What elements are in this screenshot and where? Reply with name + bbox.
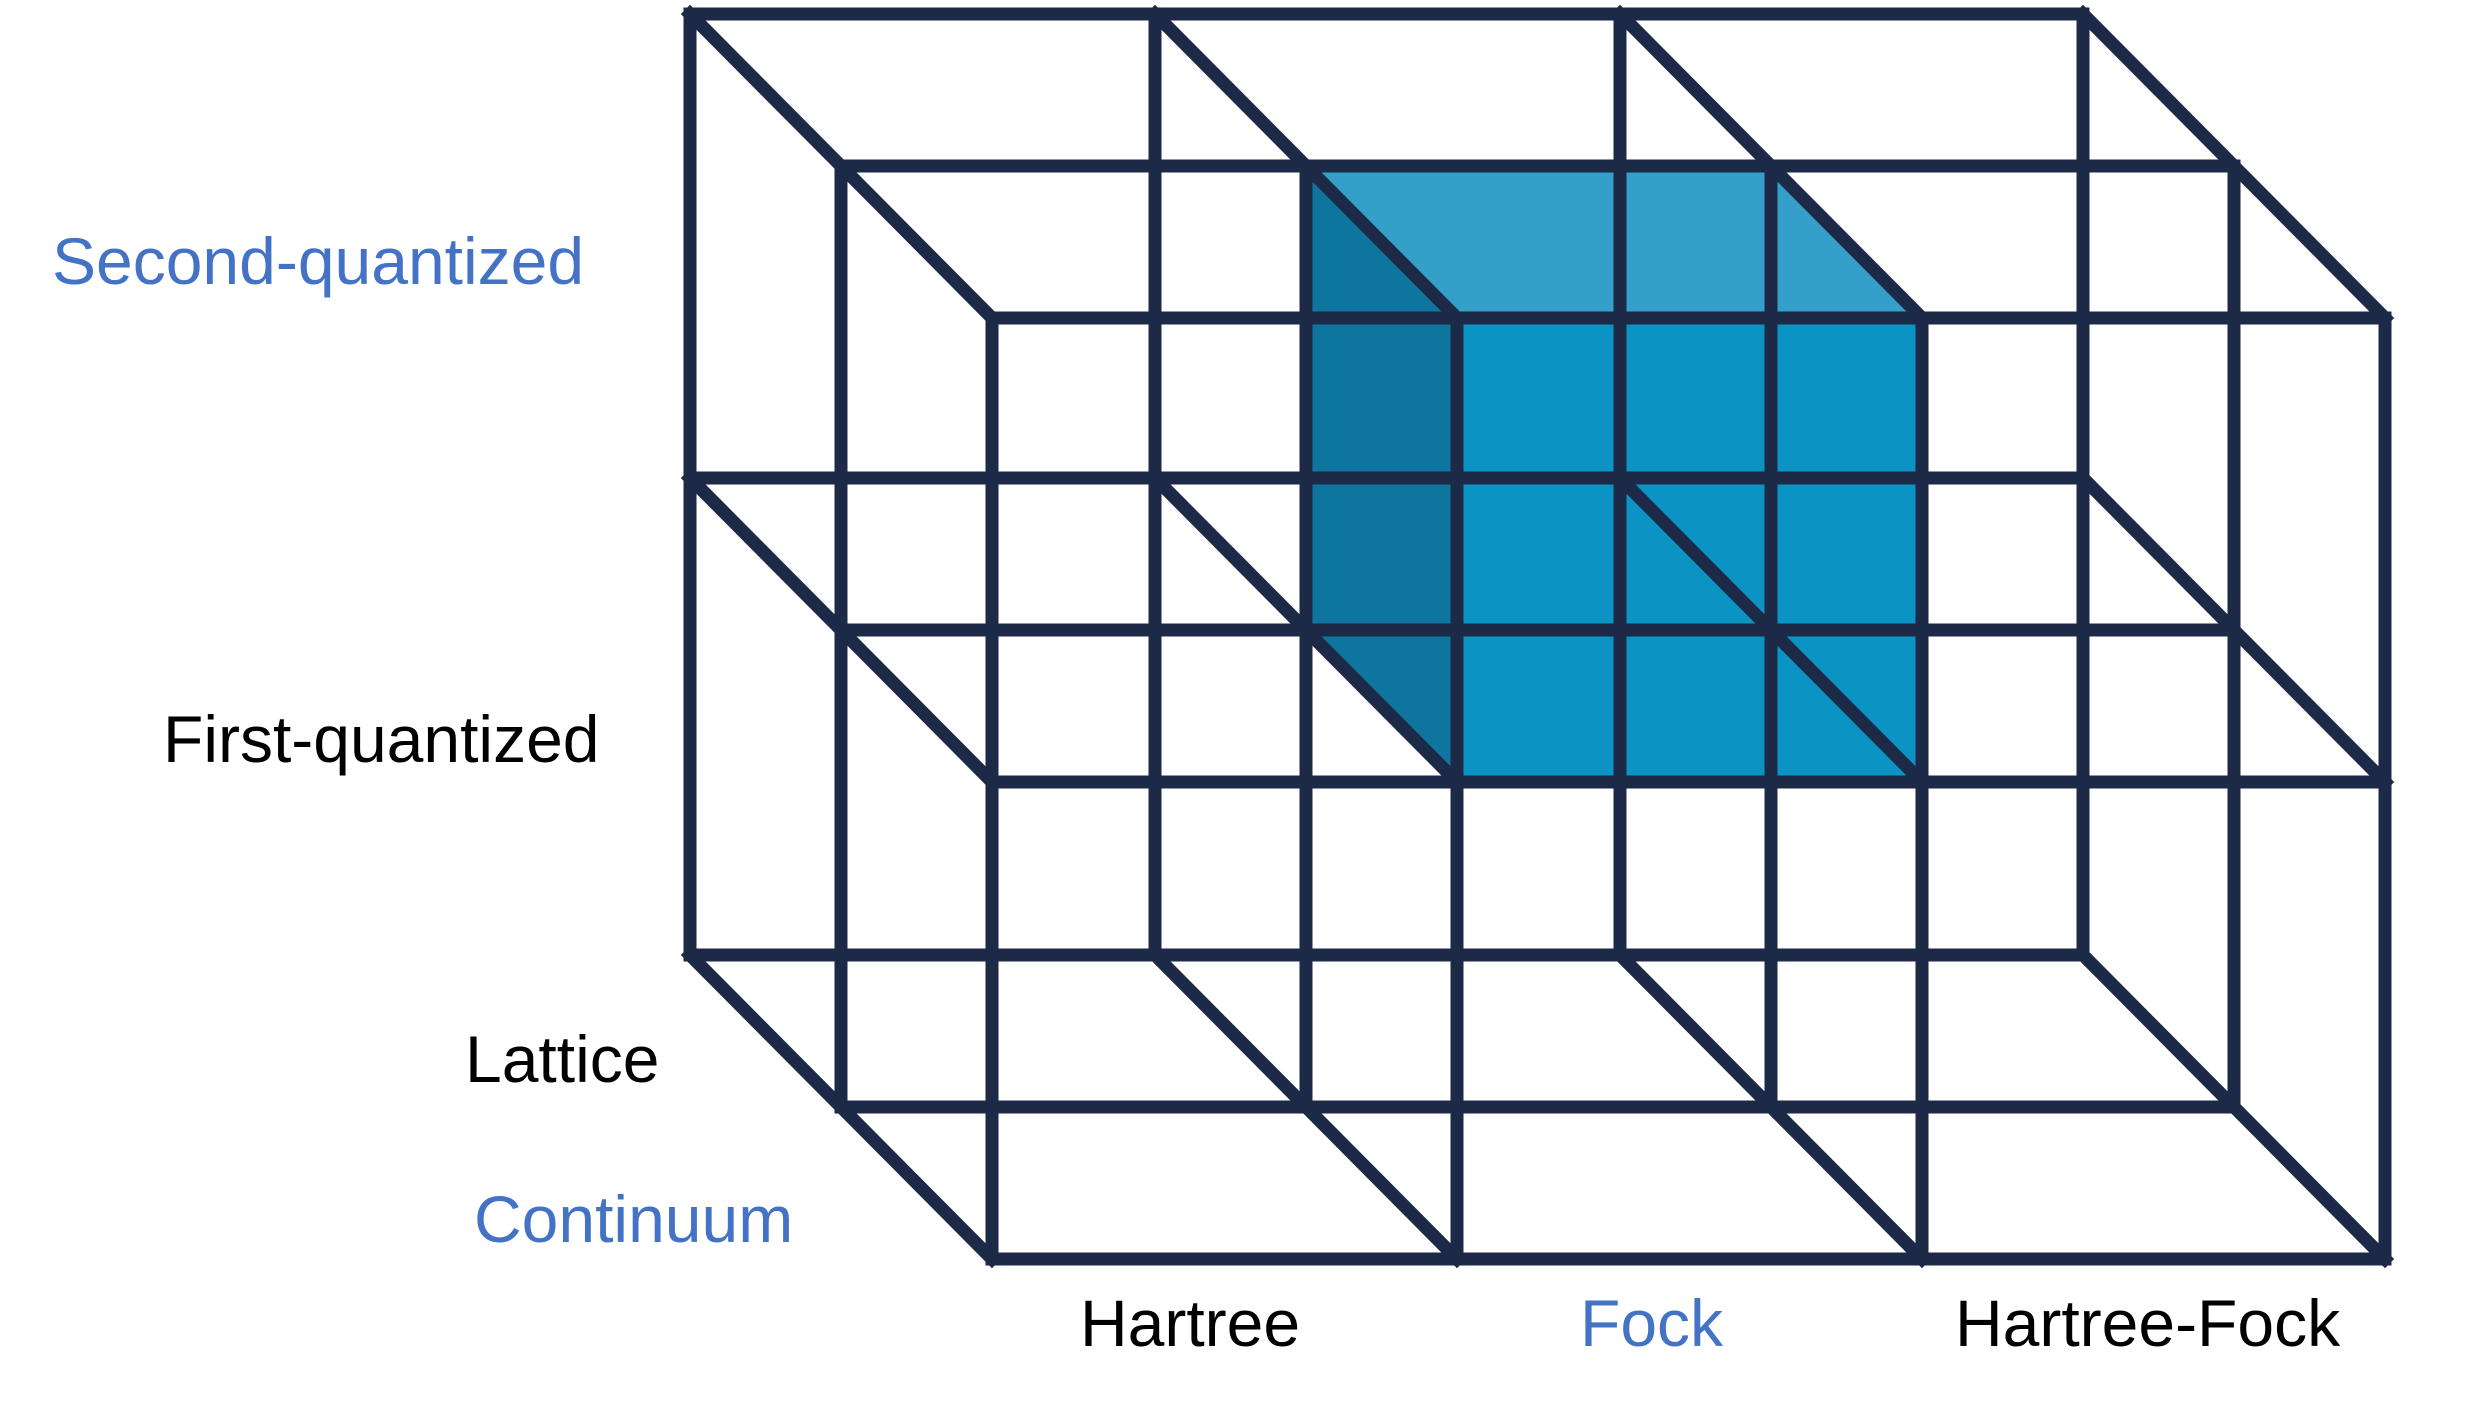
grid-line-depth xyxy=(2073,4,2395,328)
grid-line-depth xyxy=(1610,945,1932,1269)
grid-line-depth xyxy=(2073,945,2395,1269)
grid-line-depth xyxy=(680,468,1002,792)
axis-label-hartree-fock: Hartree-Fock xyxy=(1955,1286,2341,1360)
grid-line-depth xyxy=(1145,945,1467,1269)
axis-label-second-quantized: Second-quantized xyxy=(52,224,585,298)
axis-label-continuum: Continuum xyxy=(474,1182,794,1256)
grid-line-depth xyxy=(2073,468,2395,792)
axis-label-fock: Fock xyxy=(1580,1286,1724,1360)
axis-label-first-quantized: First-quantized xyxy=(163,702,600,776)
grid-line-depth xyxy=(680,945,1002,1269)
grid-line-depth xyxy=(1145,468,1467,792)
grid-lines xyxy=(680,4,2395,1269)
axis-label-hartree: Hartree xyxy=(1080,1286,1301,1360)
grid-line-depth xyxy=(1145,4,1467,328)
axis-label-lattice: Lattice xyxy=(465,1022,660,1096)
grid-line-depth xyxy=(1610,468,1932,792)
grid-line-depth xyxy=(1610,4,1932,328)
grid-line-depth xyxy=(680,4,1002,328)
